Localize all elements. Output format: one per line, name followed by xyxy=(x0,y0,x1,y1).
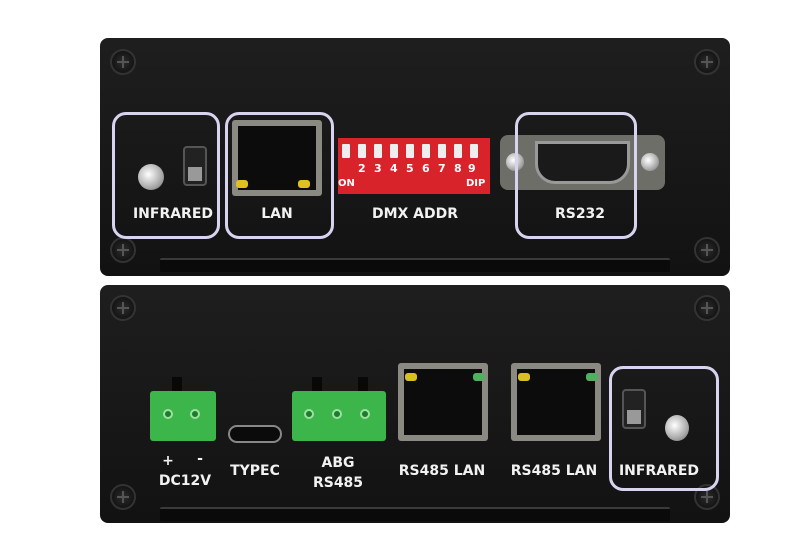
screw-icon xyxy=(694,237,720,263)
abg-rs485-terminal xyxy=(292,391,386,441)
label-dc-plus: + xyxy=(162,453,174,469)
highlight-infrared xyxy=(609,366,719,491)
dip-number: 3 xyxy=(374,162,382,175)
label-dmx-addr: DMX ADDR xyxy=(371,206,459,222)
dip-on-label: ON xyxy=(338,178,355,189)
highlight-lan xyxy=(225,112,334,239)
label-rs232: RS232 xyxy=(554,206,606,222)
lan-led xyxy=(298,180,310,188)
dip-number: 9 xyxy=(468,162,476,175)
lan-led xyxy=(586,373,598,381)
infrared-receiver xyxy=(622,389,646,429)
dip-number: 6 xyxy=(422,162,430,175)
dip-label: DIP xyxy=(466,178,486,189)
infrared-led xyxy=(665,415,689,441)
dip-number: 7 xyxy=(438,162,446,175)
screw-icon xyxy=(110,484,136,510)
bottom-panel: + - DC12V TYPEC ABG RS485 RS485 LAN RS48… xyxy=(100,285,730,523)
dc12v-terminal xyxy=(150,391,216,441)
screw-icon xyxy=(110,237,136,263)
rail xyxy=(160,258,670,272)
screw-icon xyxy=(110,295,136,321)
infrared-receiver xyxy=(183,146,207,186)
label-rs485: RS485 xyxy=(312,475,364,491)
rail xyxy=(160,507,670,521)
dip-number: 2 xyxy=(358,162,366,175)
label-infrared: INFRARED xyxy=(618,463,700,479)
highlight-infrared xyxy=(112,112,220,239)
screw-icon xyxy=(694,49,720,75)
dip-number: 5 xyxy=(406,162,414,175)
label-rs485-lan-2: RS485 LAN xyxy=(510,463,598,479)
screw-icon xyxy=(110,49,136,75)
lan-led xyxy=(405,373,417,381)
screw-icon xyxy=(694,295,720,321)
label-abg: ABG xyxy=(321,455,355,471)
dip-number: 8 xyxy=(454,162,462,175)
lan-led xyxy=(473,373,485,381)
typec-port xyxy=(228,425,282,443)
rs232-port xyxy=(500,135,665,190)
lan-led xyxy=(236,180,248,188)
rs485-lan-port-2 xyxy=(511,363,601,441)
dmx-dip-switch[interactable]: 2 3 4 5 6 7 8 9 ON DIP xyxy=(338,138,490,194)
label-infrared: INFRARED xyxy=(132,206,214,222)
label-dc-minus: - xyxy=(197,451,203,467)
label-rs485-lan-1: RS485 LAN xyxy=(398,463,486,479)
dip-number: 4 xyxy=(390,162,398,175)
highlight-rs232 xyxy=(515,112,637,239)
lan-led xyxy=(518,373,530,381)
label-typec: TYPEC xyxy=(230,463,280,479)
infrared-led xyxy=(138,164,164,190)
label-dc12v: DC12V xyxy=(158,473,212,489)
label-lan: LAN xyxy=(261,206,293,222)
